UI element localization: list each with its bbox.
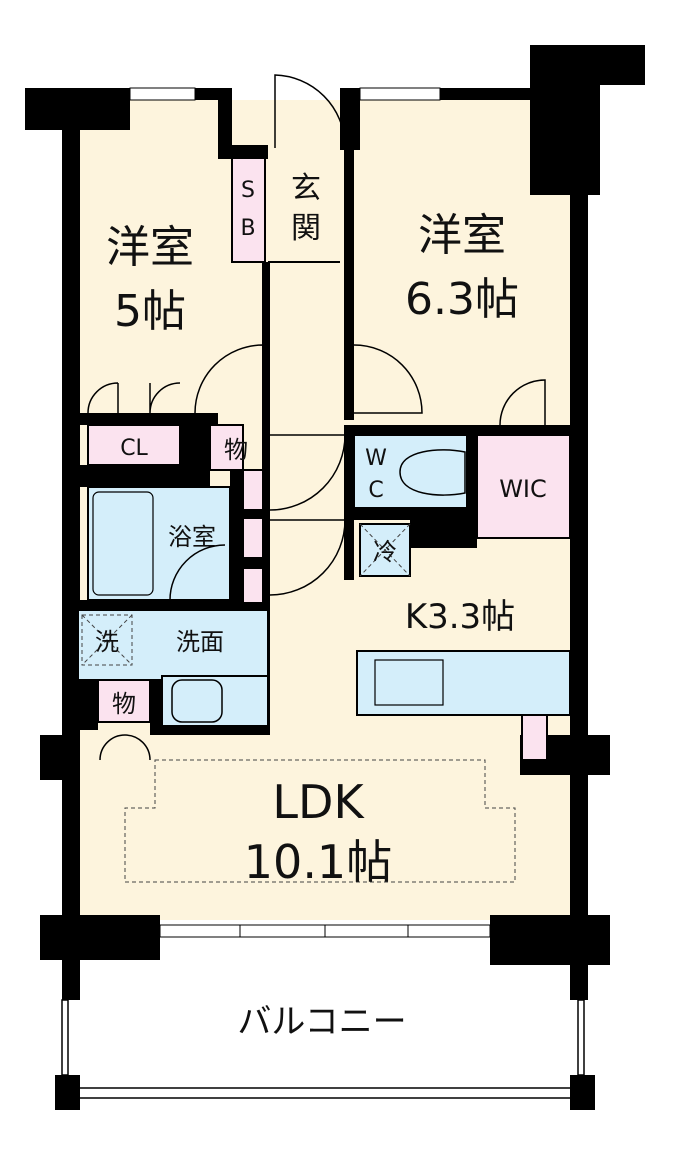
balcony-railing <box>61 999 585 1099</box>
bathroom <box>87 486 231 601</box>
room1-door[interactable] <box>194 344 264 414</box>
storage-2-doors[interactable] <box>99 734 151 761</box>
room2-size: 6.3帖 <box>405 274 519 325</box>
wc-label-c: C <box>368 478 383 503</box>
wic-label: WIC <box>499 475 547 503</box>
closet-label: CL <box>120 436 148 461</box>
bathroom-label: 浴室 <box>168 523 216 551</box>
entrance-door[interactable] <box>274 74 346 148</box>
room2-door[interactable] <box>353 344 423 414</box>
entrance-label-2: 関 <box>291 211 321 246</box>
ldk-name: LDK <box>272 775 365 829</box>
balcony-label: バルコニー <box>237 1002 406 1042</box>
washing-machine-label: 洗 <box>95 628 119 656</box>
shoe-box <box>231 157 266 263</box>
refrigerator-label: 冷 <box>373 538 397 566</box>
sink-icon <box>171 679 223 723</box>
toilet-icon <box>399 449 466 496</box>
ldk-size: 10.1帖 <box>244 835 392 889</box>
linen-storage-3 <box>242 567 264 604</box>
closet <box>87 424 181 466</box>
shoe-box-label-b: B <box>240 216 255 241</box>
storage-1-label: 物 <box>224 436 248 464</box>
storage-2 <box>97 679 151 723</box>
linen-storage-2 <box>242 517 264 559</box>
storage-2-label: 物 <box>112 690 136 718</box>
ldk-door[interactable] <box>269 519 346 596</box>
exterior-walls <box>25 45 645 1110</box>
closet-doors[interactable] <box>87 382 181 414</box>
shoe-box-label-s: S <box>241 178 255 203</box>
kitchen-label: K3.3帖 <box>405 597 515 637</box>
room1-name: 洋室 <box>106 222 194 273</box>
ceiling-outline <box>124 759 516 883</box>
wc-label-w: W <box>365 446 387 471</box>
linen-storage <box>242 469 264 511</box>
entrance-label-text: 玄 <box>291 171 321 206</box>
washing-machine-space <box>81 614 133 666</box>
hall-door[interactable] <box>269 434 346 511</box>
windows <box>129 87 491 938</box>
kitchen-storage <box>521 714 548 761</box>
walk-in-closet <box>476 434 571 539</box>
room2-name: 洋室 <box>418 210 506 261</box>
kitchen-sink-icon <box>374 659 444 706</box>
storage-1 <box>209 424 244 471</box>
room1-size: 5帖 <box>114 286 186 337</box>
wic-door[interactable] <box>499 379 546 426</box>
washroom-label: 洗面 <box>176 628 224 656</box>
kitchen-counter <box>356 650 571 716</box>
bathtub-icon <box>92 491 154 596</box>
vanity <box>161 675 269 727</box>
bathroom-door[interactable] <box>169 544 226 601</box>
entrance-label: 玄 <box>291 171 321 206</box>
